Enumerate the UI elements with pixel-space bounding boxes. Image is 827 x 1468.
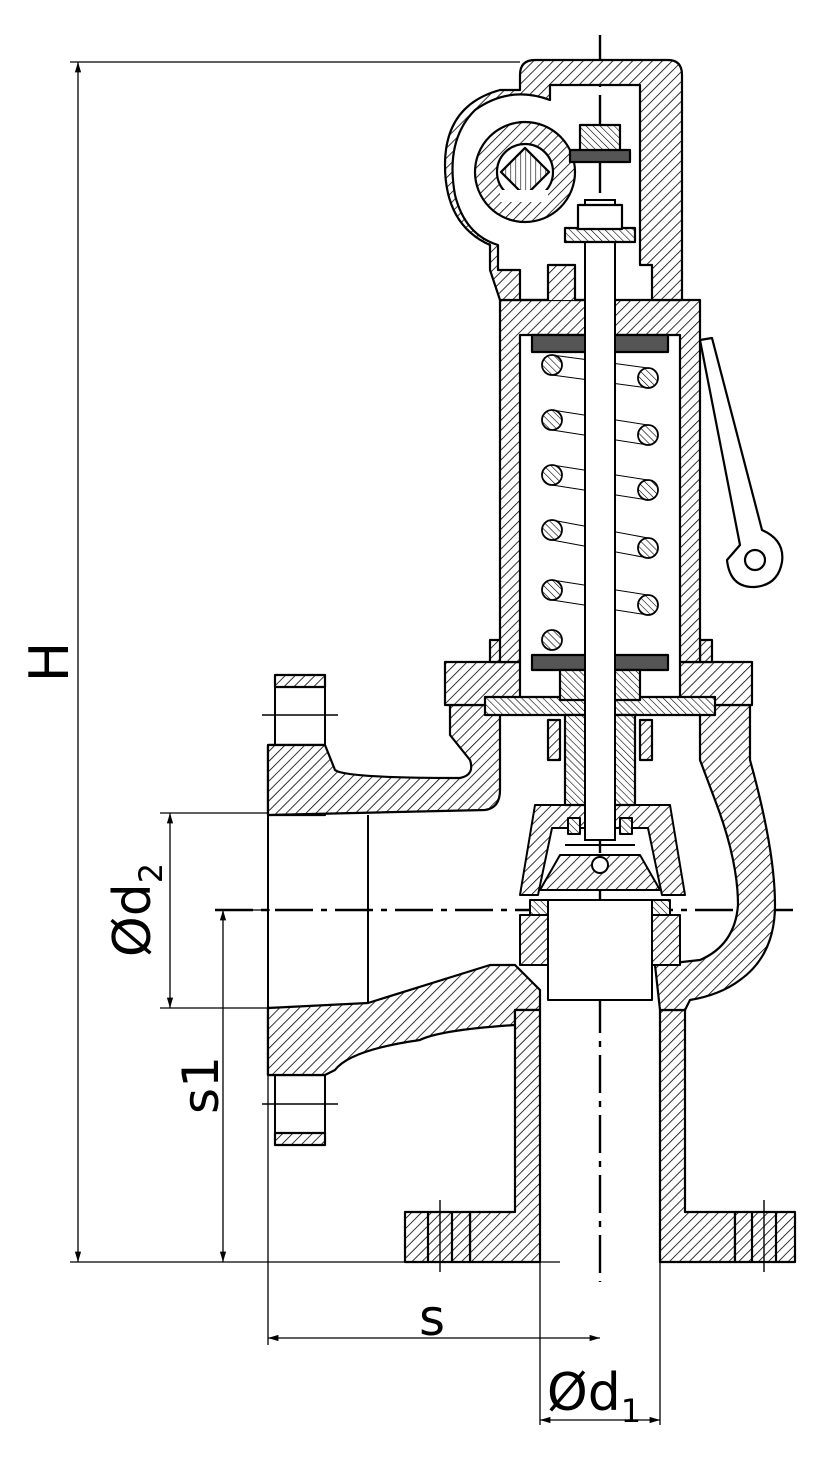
height-label: H <box>18 642 81 683</box>
valve-body <box>262 638 797 1272</box>
outlet-diameter-label: Ød2 <box>103 863 170 957</box>
inlet-diameter-label: Ød1 <box>547 1363 641 1430</box>
outlet-offset-label: s1 <box>172 1056 230 1114</box>
dimension-lines <box>70 61 661 1425</box>
cap <box>443 58 684 302</box>
nozzle <box>547 899 653 1001</box>
spindle <box>584 199 616 841</box>
nozzle-and-disc <box>519 804 686 1001</box>
release-lever <box>698 336 784 589</box>
inlet-flange <box>403 1210 472 1264</box>
cap-and-lever <box>443 58 784 589</box>
inlet-offset-label: s <box>419 1289 445 1347</box>
bonnet <box>498 298 702 664</box>
